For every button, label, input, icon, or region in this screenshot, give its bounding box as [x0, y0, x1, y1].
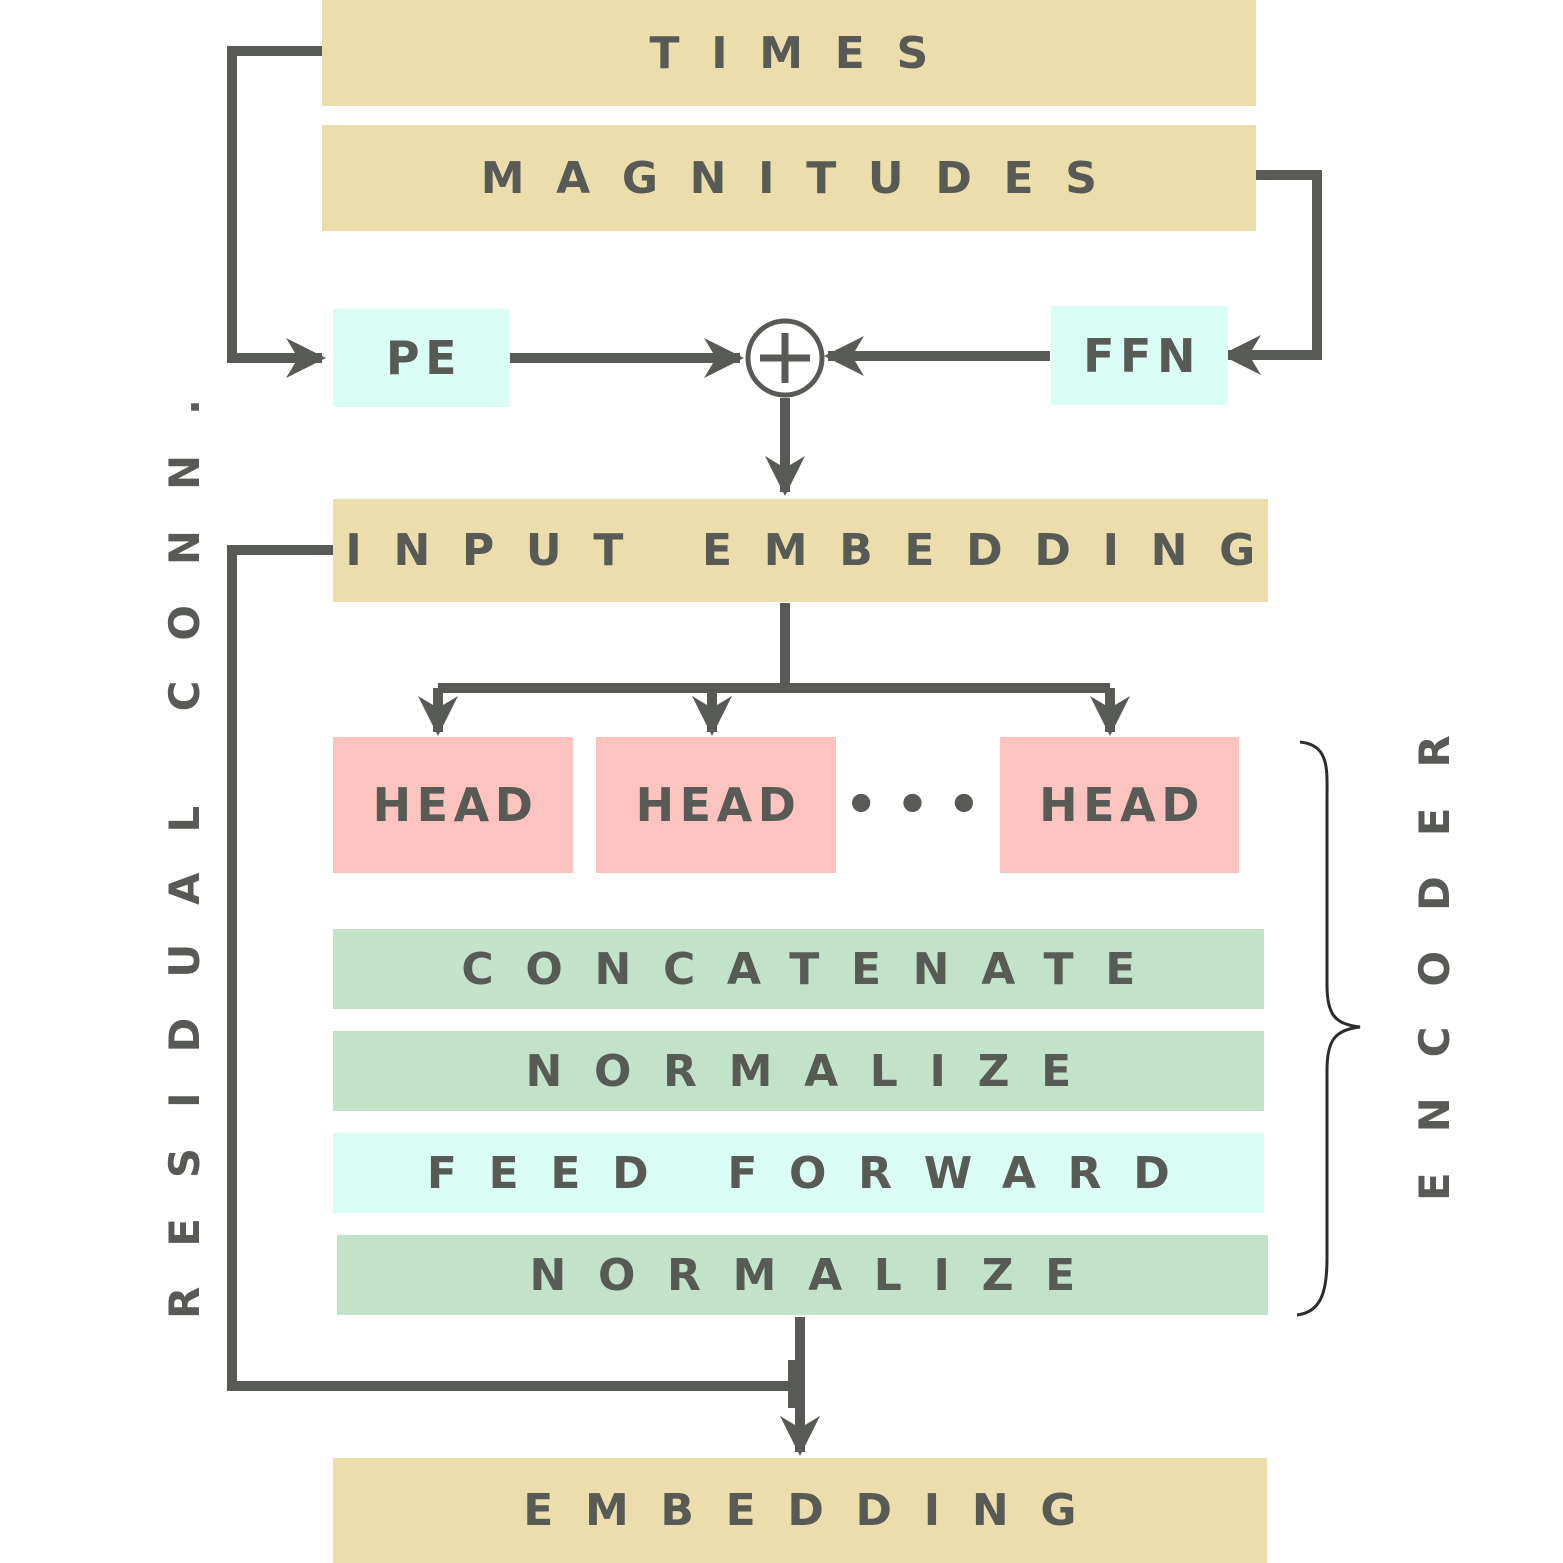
- encoder-label: ENCODER: [1410, 695, 1459, 1201]
- head-box-2: HEAD: [596, 737, 836, 873]
- ffn-label: FFN: [1083, 328, 1201, 383]
- normalize-box-2: NORMALIZE: [337, 1235, 1268, 1315]
- head-label: HEAD: [372, 778, 539, 832]
- normalize-label: NORMALIZE: [525, 1045, 1103, 1097]
- pe-label: PE: [385, 331, 463, 385]
- embedding-box: EMBEDDING: [333, 1458, 1267, 1563]
- input-embedding-label: INPUT EMBEDDING: [345, 525, 1287, 576]
- feed-forward-box: FEED FORWARD: [333, 1133, 1264, 1213]
- magnitudes-box: MAGNITUDES: [322, 125, 1256, 231]
- times-label: TIMES: [649, 27, 960, 79]
- normalize-box-1: NORMALIZE: [333, 1031, 1264, 1111]
- head-box-1: HEAD: [333, 737, 573, 873]
- head-label: HEAD: [635, 778, 802, 832]
- head-label: HEAD: [1039, 778, 1205, 832]
- input-embedding-box: INPUT EMBEDDING: [333, 499, 1268, 602]
- magnitudes-to-ffn-arrow: [1221, 170, 1322, 375]
- residual-connection-line: [227, 545, 800, 1391]
- feed-forward-label: FEED FORWARD: [426, 1147, 1202, 1199]
- times-box: TIMES: [322, 0, 1256, 106]
- concatenate-label: CONCATENATE: [461, 943, 1167, 995]
- sum-node: [745, 318, 825, 398]
- magnitudes-label: MAGNITUDES: [480, 152, 1129, 204]
- head-box-3: HEAD: [1000, 737, 1239, 873]
- encoder-brace: [1296, 740, 1361, 1317]
- concatenate-box: CONCATENATE: [333, 929, 1264, 1009]
- ffn-box: FFN: [1051, 306, 1228, 405]
- normalize-label: NORMALIZE: [529, 1249, 1107, 1301]
- head-ellipsis: • • •: [844, 775, 981, 835]
- residual-connection-label: RESIDUAL CONN.: [160, 359, 209, 1319]
- times-to-pe-arrow: [227, 46, 326, 378]
- pe-box: PE: [333, 309, 510, 407]
- embedding-label: EMBEDDING: [523, 1485, 1109, 1536]
